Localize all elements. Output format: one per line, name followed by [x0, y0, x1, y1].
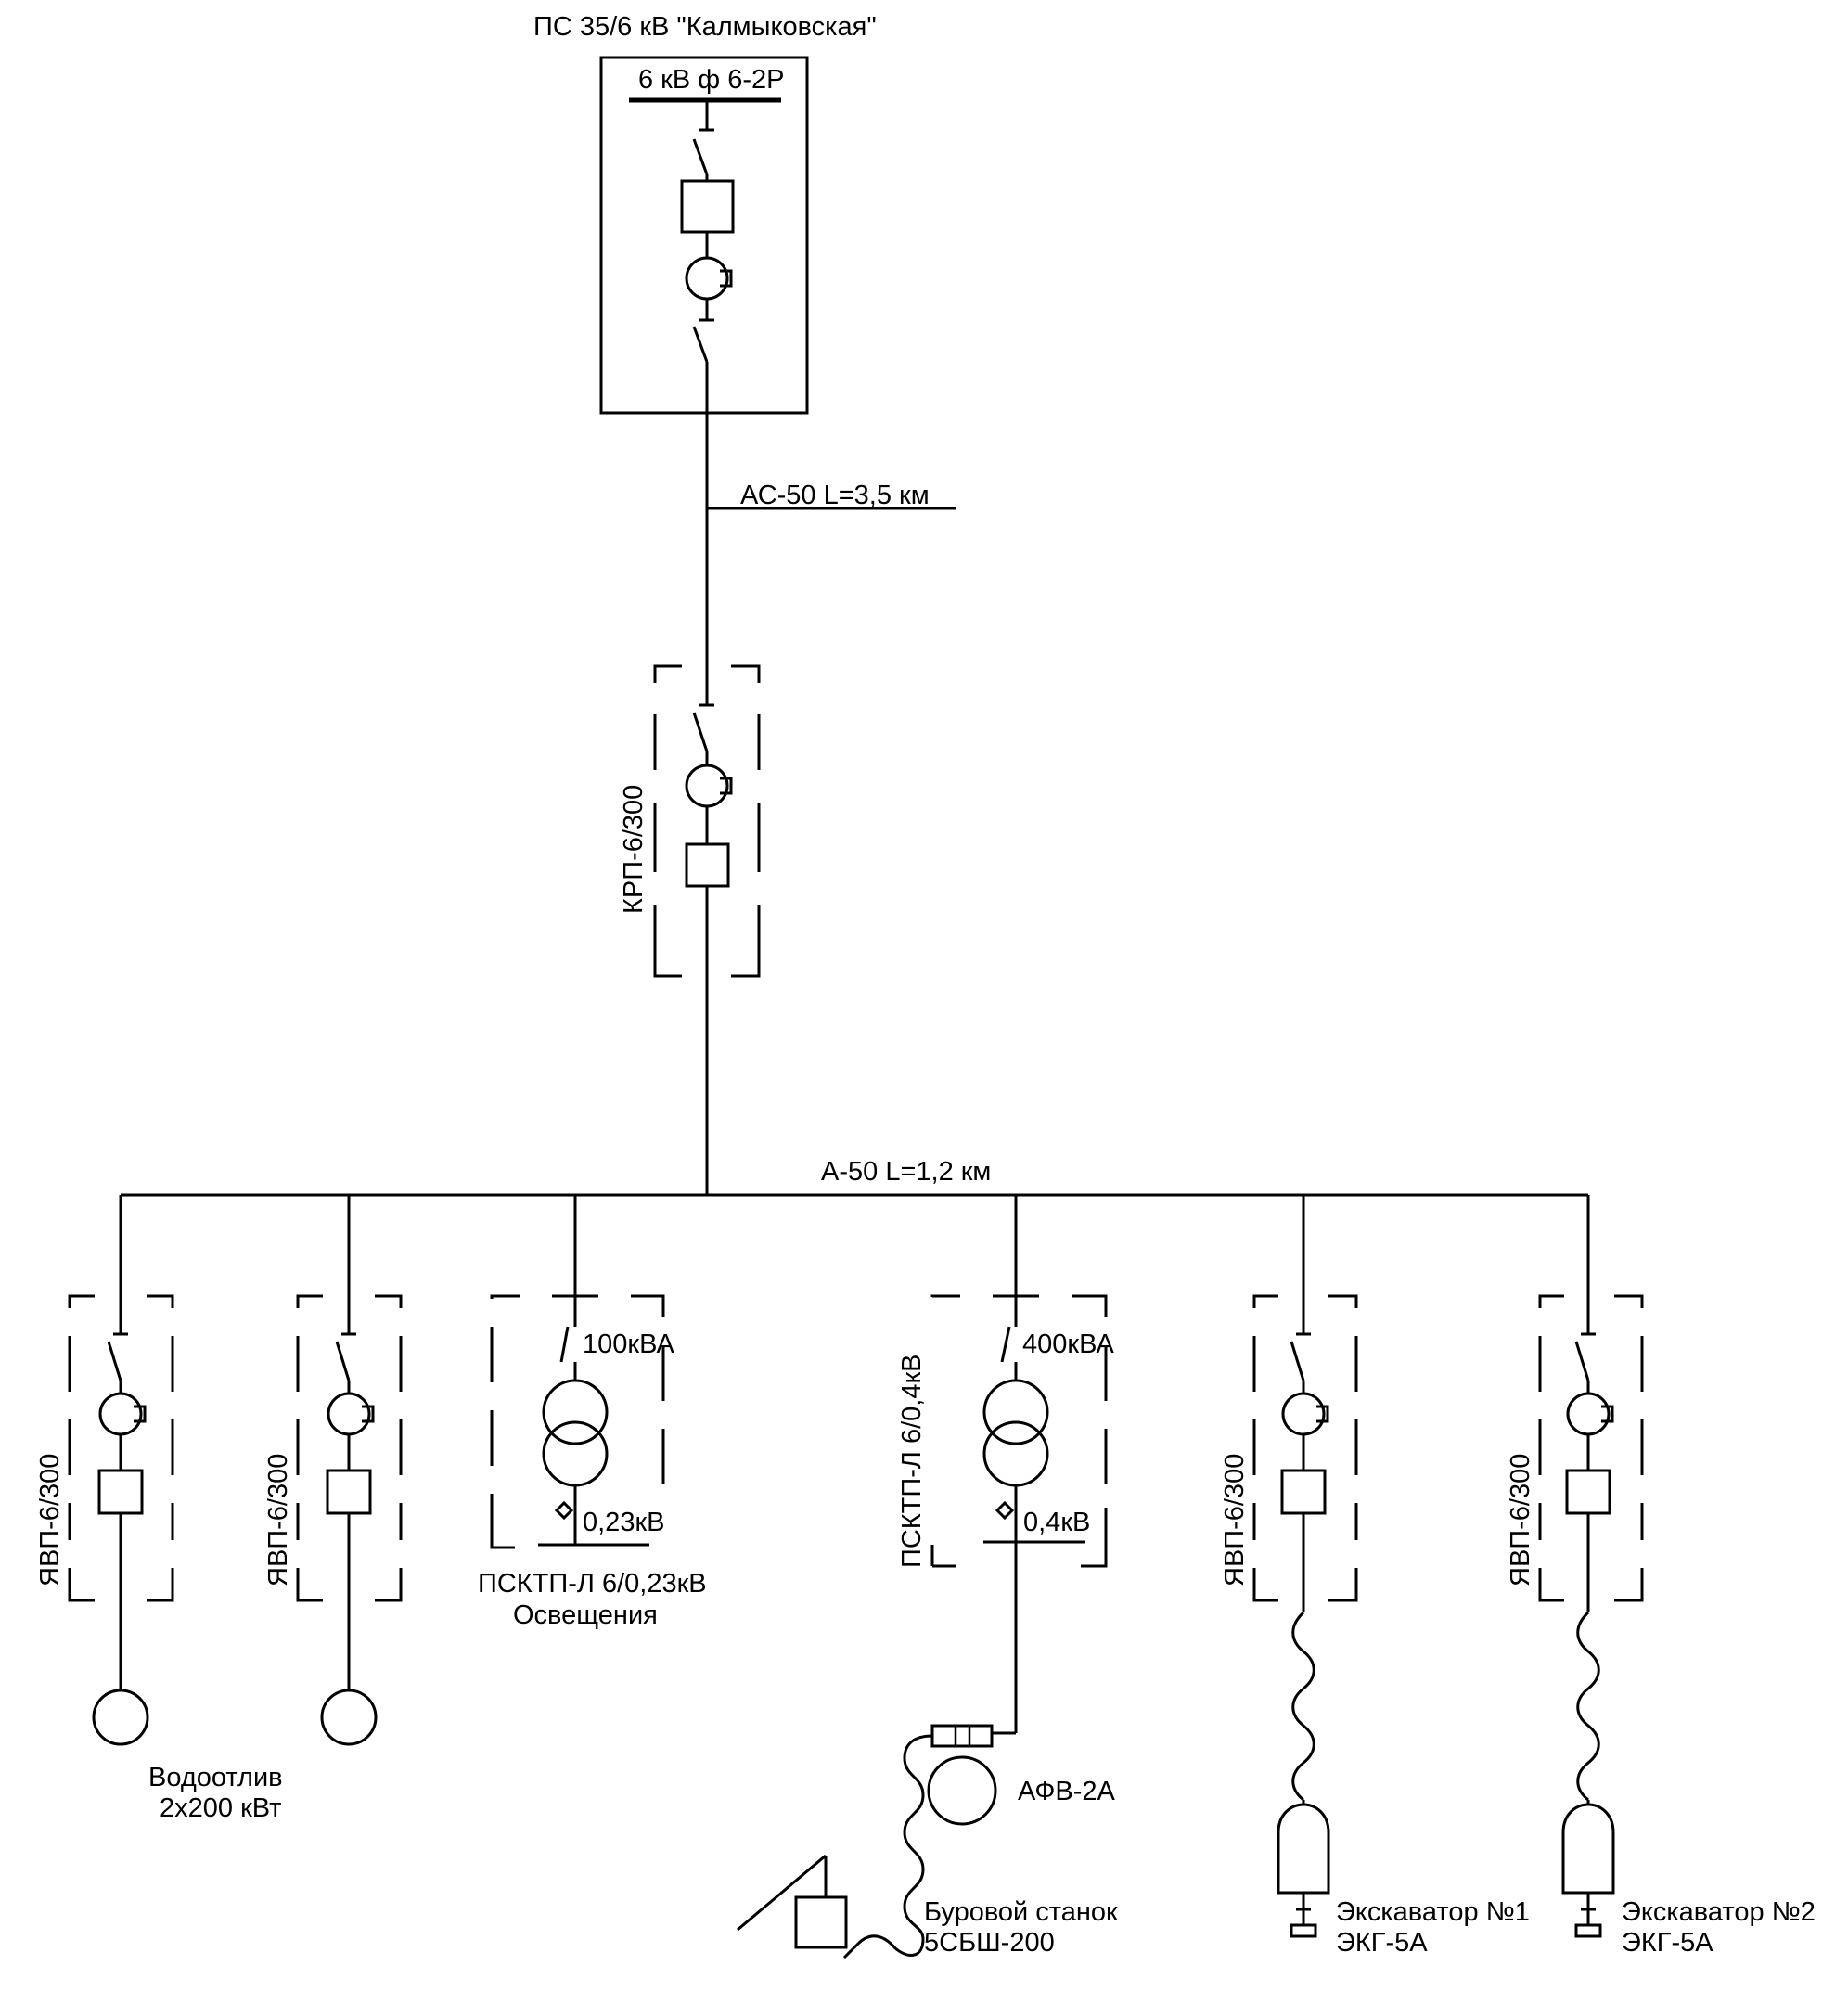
- circuit-breaker-icon: [97, 1469, 144, 1515]
- disconnector-icon: [692, 712, 709, 752]
- yavp3-frame: [1252, 1294, 1358, 1602]
- tp-drill-name: ПСКТП-Л 6/0,4кВ: [897, 1354, 927, 1568]
- afv-filter-icon: [927, 1755, 997, 1826]
- flexible-cable: [842, 1734, 933, 1959]
- yavp1-label: ЯВП-6/300: [35, 1454, 65, 1586]
- bus-a50: А-50 L=1,2 км: [121, 1157, 1588, 1197]
- fuse-icon: [995, 1500, 1015, 1521]
- circuit-breaker-icon: [680, 179, 735, 234]
- tp-lighting-name: ПСКТП-Л 6/0,23кВ: [478, 1569, 707, 1599]
- feeder-label: 6 кВ ф 6-2Р: [638, 65, 784, 95]
- yavp1-frame: [68, 1294, 174, 1602]
- power-transformer-icon: [542, 1379, 609, 1445]
- pumps-label-2: 2х200 кВт: [160, 1793, 281, 1823]
- disconnector-icon: [692, 326, 709, 363]
- fuse-icon: [554, 1500, 574, 1521]
- disconnector-icon: [692, 138, 709, 175]
- tp-drill-power: 400кВА: [1022, 1330, 1114, 1359]
- flexible-cable: [1291, 1611, 1315, 1802]
- yavp4-frame: [1538, 1294, 1644, 1602]
- current-transformer-icon: [1566, 1392, 1611, 1436]
- disconnector-icon: [107, 1341, 122, 1381]
- exc2-label-2: ЭКГ-5А: [1622, 1928, 1713, 1958]
- substation-cell: ПС 35/6 кВ "Калмыковская" 6 кВ ф 6-2Р: [533, 12, 877, 415]
- branch-tp-lighting: 100кВА 0,23кВ ПСКТП-Л 6/0,23кВ Освещения: [478, 1195, 707, 1630]
- exc2-label-1: Экскаватор №2: [1622, 1897, 1816, 1927]
- branch-yavp2: ЯВП-6/300: [263, 1195, 403, 1746]
- current-transformer-icon: [98, 1392, 143, 1436]
- krp-frame: [653, 664, 761, 978]
- current-transformer-icon: [327, 1392, 371, 1436]
- flexible-cable: [1576, 1611, 1600, 1802]
- tp-lighting-power: 100кВА: [583, 1330, 674, 1359]
- pumps-label-1: Водоотлив: [148, 1763, 283, 1792]
- pump-motor-icon: [92, 1689, 149, 1746]
- circuit-breaker-icon: [685, 842, 730, 888]
- disconnector-icon: [335, 1341, 351, 1381]
- yavp2-label: ЯВП-6/300: [263, 1454, 293, 1586]
- yavp3-label: ЯВП-6/300: [1220, 1454, 1250, 1586]
- branch-yavp4: ЯВП-6/300 Экскаватор №2 ЭКГ-5А: [1506, 1195, 1816, 1958]
- excavator-icon: [1561, 1803, 1615, 1895]
- branch-tp-drill: ПСКТП-Л 6/0,4кВ 400кВА 0,4кВ АФВ-2А Буро…: [737, 1195, 1118, 1959]
- substation-frame: [599, 56, 809, 415]
- disconnector-icon: [1290, 1341, 1305, 1381]
- afv-label: АФВ-2А: [1018, 1777, 1116, 1806]
- tp-lighting-frame: [490, 1294, 665, 1549]
- circuit-breaker-icon: [326, 1469, 372, 1515]
- disconnector-icon: [1000, 1326, 1011, 1363]
- pump-motor-icon: [320, 1689, 378, 1746]
- tp-lighting-lv: 0,23кВ: [583, 1508, 664, 1537]
- excavator-icon: [1277, 1803, 1330, 1895]
- circuit-breaker-icon: [1280, 1469, 1327, 1515]
- yavp4-label: ЯВП-6/300: [1506, 1454, 1535, 1586]
- yavp2-frame: [296, 1294, 403, 1602]
- drill-label-2: 5СБШ-200: [924, 1928, 1055, 1958]
- circuit-breaker-icon: [1565, 1469, 1611, 1515]
- exc1-label-1: Экскаватор №1: [1336, 1897, 1530, 1927]
- overhead-line-ac50: АС-50 L=3,5 км: [705, 413, 956, 675]
- drill-label-1: Буровой станок: [924, 1897, 1118, 1927]
- krp-label: КРП-6/300: [619, 785, 648, 914]
- branch-yavp3: ЯВП-6/300 Экскаватор №1 ЭКГ-5А: [1220, 1195, 1530, 1958]
- exc1-label-2: ЭКГ-5А: [1336, 1928, 1428, 1958]
- current-transformer-icon: [685, 256, 729, 301]
- power-transformer-icon: [982, 1379, 1049, 1445]
- disconnector-icon: [559, 1326, 570, 1363]
- current-transformer-icon: [1281, 1392, 1326, 1436]
- current-transformer-icon: [685, 764, 729, 808]
- tp-drill-lv: 0,4кВ: [1023, 1508, 1090, 1537]
- substation-title: ПС 35/6 кВ "Калмыковская": [533, 12, 877, 42]
- line-main-label: АС-50 L=3,5 км: [740, 481, 930, 510]
- afv-connector-box: [930, 1724, 994, 1748]
- bus-label: А-50 L=1,2 км: [821, 1157, 991, 1187]
- disconnector-icon: [1574, 1341, 1590, 1381]
- drill-rig-icon: [794, 1895, 848, 1949]
- tp-drill-frame: [930, 1294, 1108, 1568]
- tp-lighting-purpose: Освещения: [513, 1600, 658, 1630]
- branch-yavp1: ЯВП-6/300: [35, 1195, 174, 1746]
- krp-cell: КРП-6/300: [619, 664, 761, 1195]
